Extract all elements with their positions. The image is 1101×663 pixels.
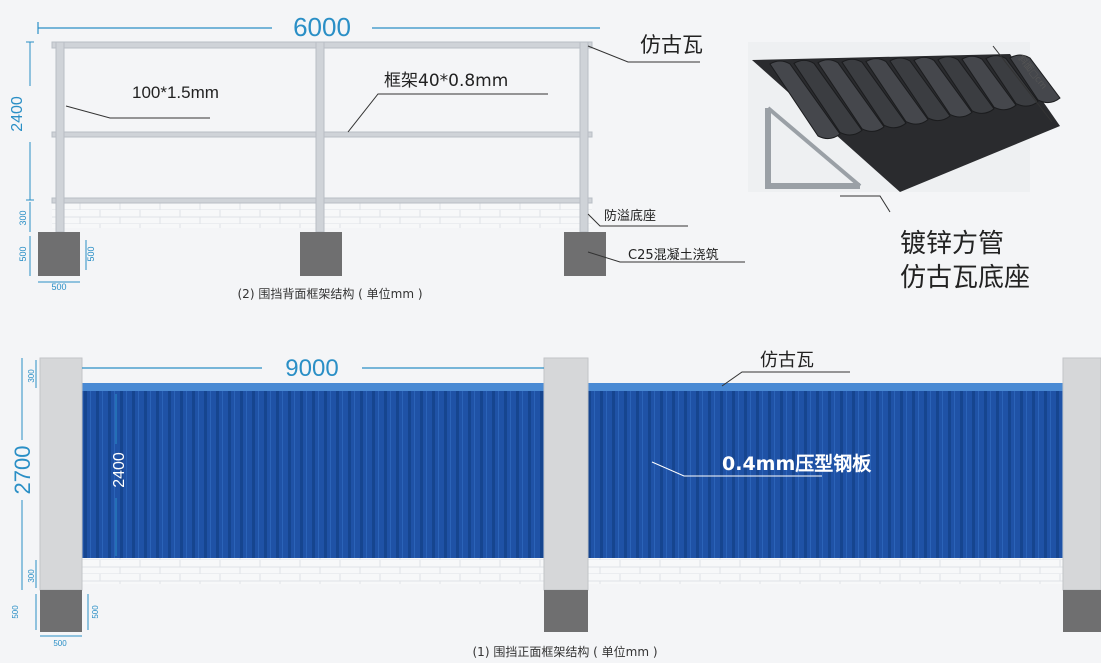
dim-500-left: 500 — [18, 246, 28, 261]
roof-tile — [769, 60, 841, 140]
total-height-dimension — [21, 358, 89, 637]
dim-2400-front: 2400 — [111, 452, 128, 488]
roof-tile — [1009, 54, 1061, 104]
dim-500-bottom: 500 — [51, 282, 66, 292]
front-footings — [40, 590, 1101, 632]
callout-lines — [65, 45, 745, 263]
label-steel-panel: 0.4mm压型钢板 — [722, 452, 872, 475]
label-rail: 100*1.5mm — [132, 83, 219, 102]
height-dimension — [26, 41, 80, 283]
roof-tile — [793, 59, 863, 136]
frame-rails — [51, 41, 593, 233]
width-dimension — [37, 22, 600, 34]
tile-strip-left — [82, 383, 544, 391]
dim-300-top: 300 — [27, 369, 36, 383]
front-posts — [39, 357, 1101, 591]
roof-tile — [913, 56, 973, 118]
roof-tile — [841, 58, 907, 129]
dim-2700: 2700 — [10, 446, 35, 495]
photo-caption-1: 镀锌方管 — [900, 229, 1004, 259]
roof-tile — [865, 58, 929, 125]
dim-500-footing-right: 500 — [91, 605, 100, 619]
roof-tile — [889, 57, 951, 122]
roof-tile — [817, 59, 885, 132]
footings — [38, 232, 606, 276]
label-base: 防溢底座 — [604, 208, 656, 224]
label-top-tile: 仿古瓦 — [640, 33, 703, 57]
label-front-tile: 仿古瓦 — [760, 350, 814, 371]
label-concrete: C25混凝土浇筑 — [628, 247, 719, 263]
front-view: 9000 2400 2700 300 300 500 500 500 仿古瓦 0… — [10, 350, 1101, 659]
steel-panel-right — [588, 390, 1064, 558]
tile-rows — [769, 54, 1061, 140]
dim-500-footing: 500 — [11, 605, 20, 619]
dim-500-footing-bottom: 500 — [53, 639, 67, 648]
dim-500-right: 500 — [86, 246, 96, 261]
back-caption: (2) 围挡背面框架结构 ( 单位mm ) — [238, 286, 423, 301]
dim-9000: 9000 — [285, 355, 338, 382]
dim-6000: 6000 — [293, 12, 351, 42]
dim-2400: 2400 — [9, 96, 26, 132]
roof-tile — [961, 55, 1017, 111]
label-frame: 框架40*0.8mm — [384, 71, 508, 91]
back-view: 6000 2400 300 500 500 500 仿古瓦 100*1.5mm … — [9, 12, 745, 301]
dim-300: 300 — [18, 210, 28, 225]
roof-tile — [937, 56, 995, 114]
tile-strip-right — [588, 383, 1064, 391]
dim-300-base: 300 — [27, 569, 36, 583]
front-caption: (1) 围挡正面框架结构 ( 单位mm ) — [473, 644, 658, 659]
photo-caption-2: 仿古瓦底座 — [900, 263, 1030, 293]
roof-tile — [985, 55, 1039, 107]
steel-panel-left — [82, 390, 544, 558]
tile-photo: 斜面□cm 镀锌方管 仿古瓦底座 — [748, 42, 1061, 293]
